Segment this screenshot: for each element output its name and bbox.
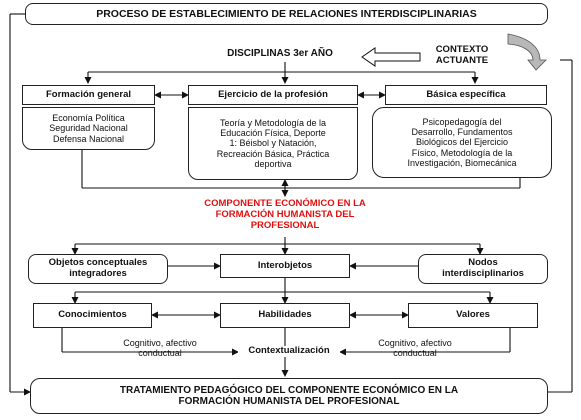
disciplinas-label: DISCIPLINAS 3er AÑO	[227, 48, 333, 59]
interobjetos-box: Interobjetos	[220, 254, 350, 278]
contexto-curved-arrow	[507, 33, 547, 71]
contexto-line-2: ACTUANTE	[435, 54, 489, 66]
contexto-line-1: CONTEXTO	[435, 44, 489, 55]
title-box: PROCESO DE ESTABLECIMIENTO DE RELACIONES…	[25, 3, 548, 25]
contexto-label: CONTEXTO ACTUANTE	[418, 44, 506, 67]
title-text: PROCESO DE ESTABLECIMIENTO DE RELACIONES…	[96, 7, 477, 20]
componente-economico-label: COMPONENTE ECONÓMICO EN LA FORMACIÓN HUM…	[204, 198, 366, 231]
nodos-interdisciplinarios-box: Nodos interdisciplinarios	[418, 254, 548, 284]
objetos-conceptuales-box: Objetos conceptuales integradores	[28, 254, 168, 284]
cognitivo-left-label: Cognitivo, afectivo conductual	[123, 338, 197, 359]
basica-especifica-content: Psicopedagogía del Desarrollo, Fundament…	[372, 107, 552, 178]
valores-box: Valores	[408, 303, 538, 328]
contexto-hollow-arrow	[361, 47, 421, 67]
habilidades-box: Habilidades	[220, 303, 350, 328]
cognitivo-right-label: Cognitivo, afectivo conductual	[378, 338, 452, 359]
tratamiento-box: TRATAMIENTO PEDAGÓGICO DEL COMPONENTE EC…	[30, 378, 548, 414]
contextualizacion-label: Contextualización	[238, 345, 340, 357]
conocimientos-box: Conocimientos	[33, 303, 152, 328]
formacion-general-header: Formación general	[22, 85, 155, 105]
formacion-general-content: Economía Política Seguridad Nacional Def…	[22, 107, 155, 150]
ejercicio-profesion-content: Teoría y Metodología de la Educación Fís…	[188, 107, 358, 180]
basica-especifica-header: Básica específica	[385, 85, 547, 105]
ejercicio-profesion-header: Ejercicio de la profesión	[188, 85, 358, 105]
